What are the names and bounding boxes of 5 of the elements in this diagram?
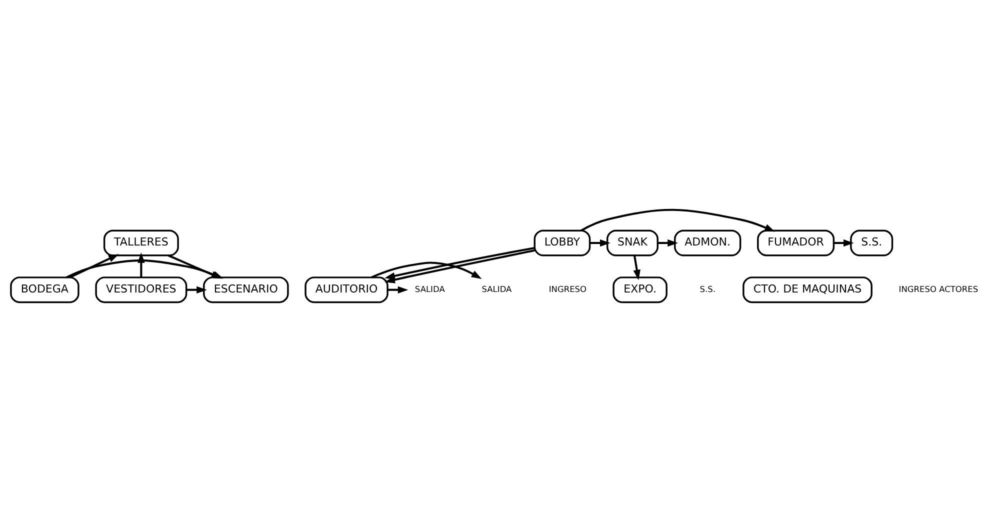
- label: INGRESO ACTORES: [898, 284, 978, 294]
- label: INGRESO: [548, 284, 587, 294]
- node-text: SALIDA: [414, 284, 445, 294]
- node-text: SALIDA: [482, 284, 512, 294]
- label: S.S.: [700, 284, 716, 294]
